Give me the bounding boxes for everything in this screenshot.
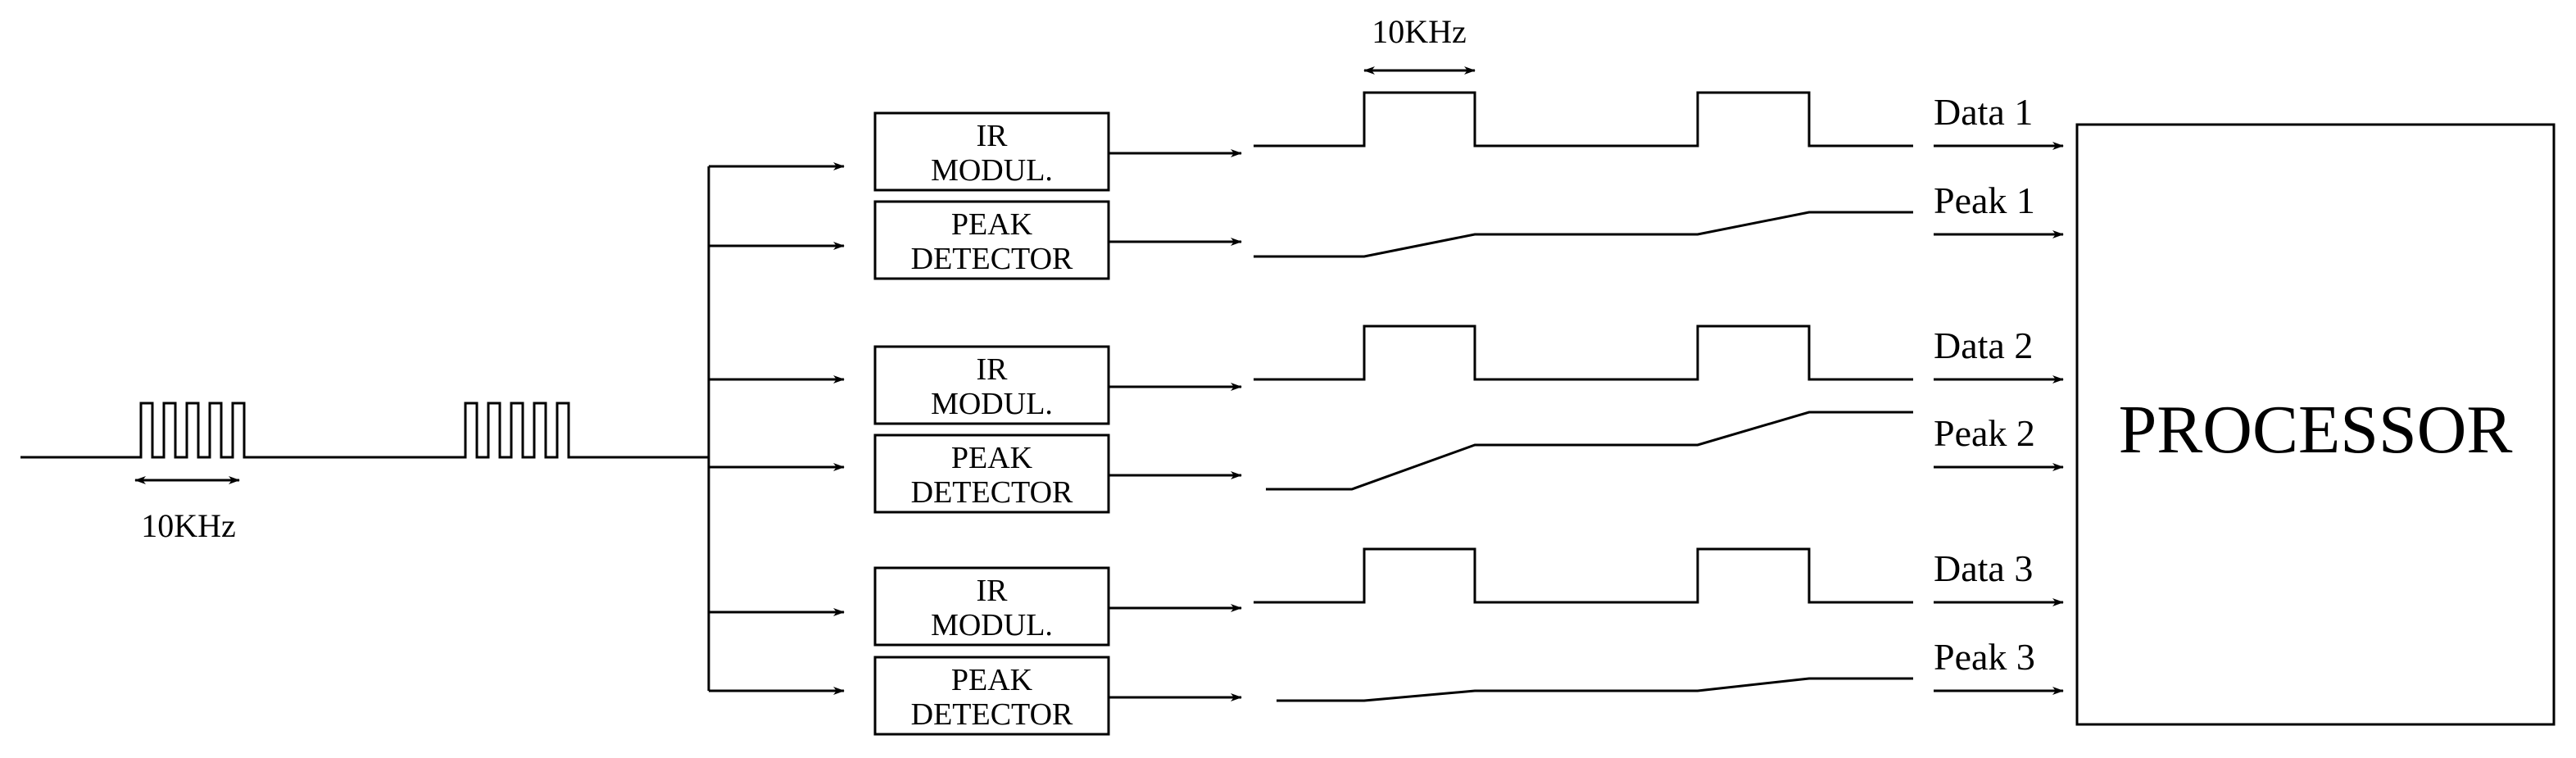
peak-detector-block-1 — [873, 200, 1110, 280]
peak-detector-block-3 — [873, 656, 1110, 736]
ir-modulator-block-3 — [873, 566, 1110, 647]
signal-label-4: Peak 2 — [1934, 412, 2035, 454]
peak-waveform-3 — [1277, 677, 1913, 702]
data-waveform-1 — [1254, 91, 1913, 148]
block-label-line1: IR — [977, 574, 1009, 608]
signal-label-2: Peak 1 — [1934, 179, 2035, 221]
block-label-line1: PEAK — [951, 207, 1033, 242]
block-label-line1: PEAK — [951, 441, 1033, 475]
block-label-line1: IR — [977, 119, 1009, 153]
data-waveform-3 — [1254, 547, 1913, 604]
block-label-line1: PEAK — [951, 663, 1033, 697]
block-label-line2: DETECTOR — [911, 242, 1073, 276]
signal-label-5: Data 3 — [1934, 547, 2033, 589]
signal-label-6: Peak 3 — [1934, 636, 2035, 678]
processor-label: PROCESSOR — [2119, 392, 2513, 468]
block-label-line2: MODUL. — [931, 153, 1053, 188]
block-label-line2: DETECTOR — [911, 475, 1073, 510]
processor-block — [2075, 123, 2556, 726]
block-label-line2: MODUL. — [931, 608, 1053, 642]
input-freq-label: 10KHz — [141, 507, 236, 544]
signal-label-1: Data 1 — [1934, 91, 2033, 133]
signal-label-3: Data 2 — [1934, 325, 2033, 366]
input-pulse-signal — [20, 402, 709, 459]
ir-modulator-block-2 — [873, 345, 1110, 425]
peak-detector-block-2 — [873, 433, 1110, 514]
peak-waveform-1 — [1254, 211, 1913, 258]
peak-waveform-2 — [1266, 411, 1913, 491]
waveform-freq-label: 10KHz — [1372, 13, 1467, 50]
block-label-line2: DETECTOR — [911, 697, 1073, 732]
block-label-line1: IR — [977, 352, 1009, 387]
data-waveform-2 — [1254, 325, 1913, 381]
ir-modulator-block-1 — [873, 111, 1110, 192]
block-label-line2: MODUL. — [931, 387, 1053, 421]
